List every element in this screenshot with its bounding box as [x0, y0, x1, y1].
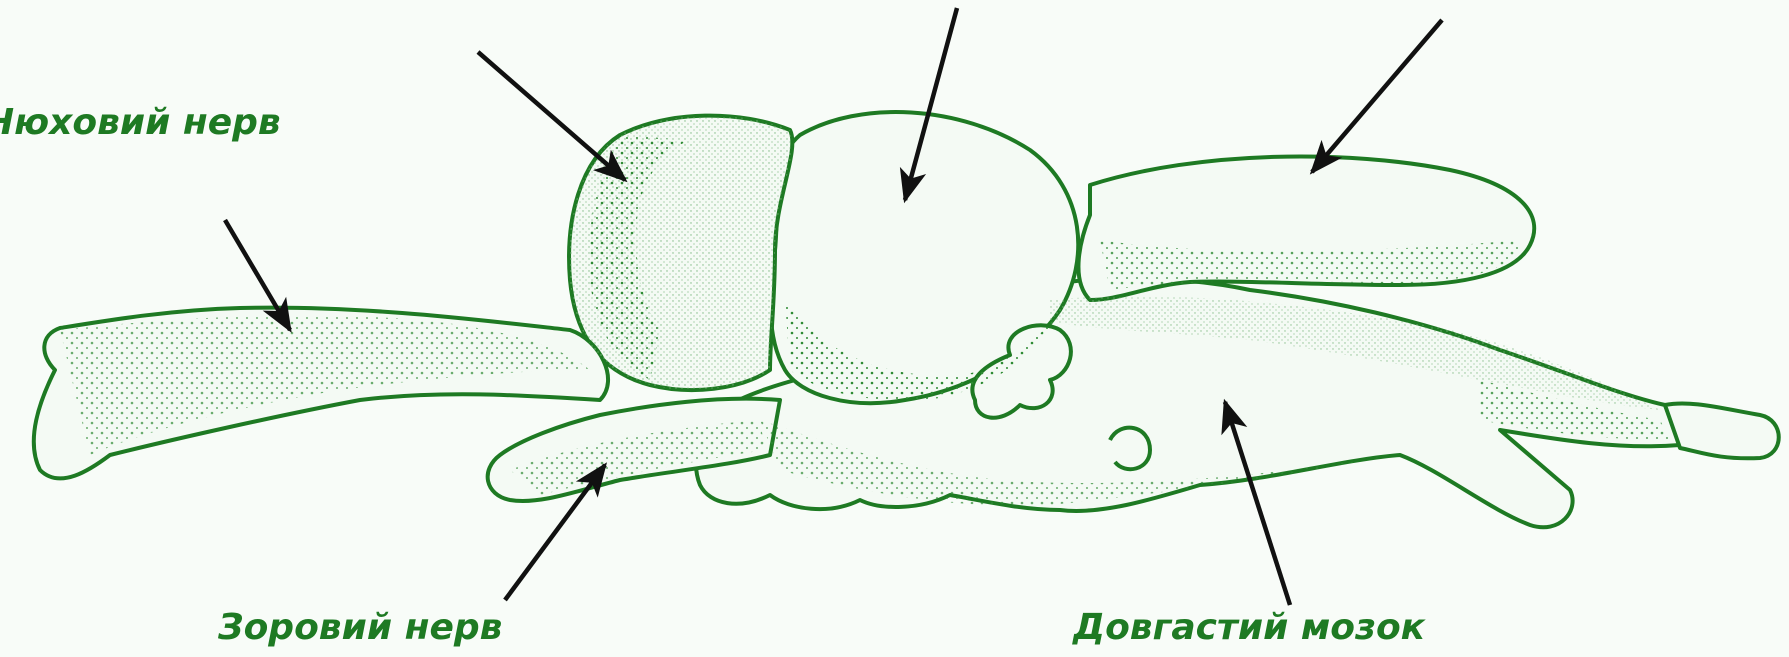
arrow-icon — [478, 52, 625, 180]
arrow-icon — [1312, 20, 1442, 172]
label-optic-nerve: Зоровий нерв — [218, 610, 502, 646]
label-medulla: Довгастий мозок — [1073, 610, 1425, 646]
label-olfactory-nerve: Нюховий нерв — [0, 105, 281, 141]
spinal-cord-end-shape — [1665, 403, 1779, 458]
